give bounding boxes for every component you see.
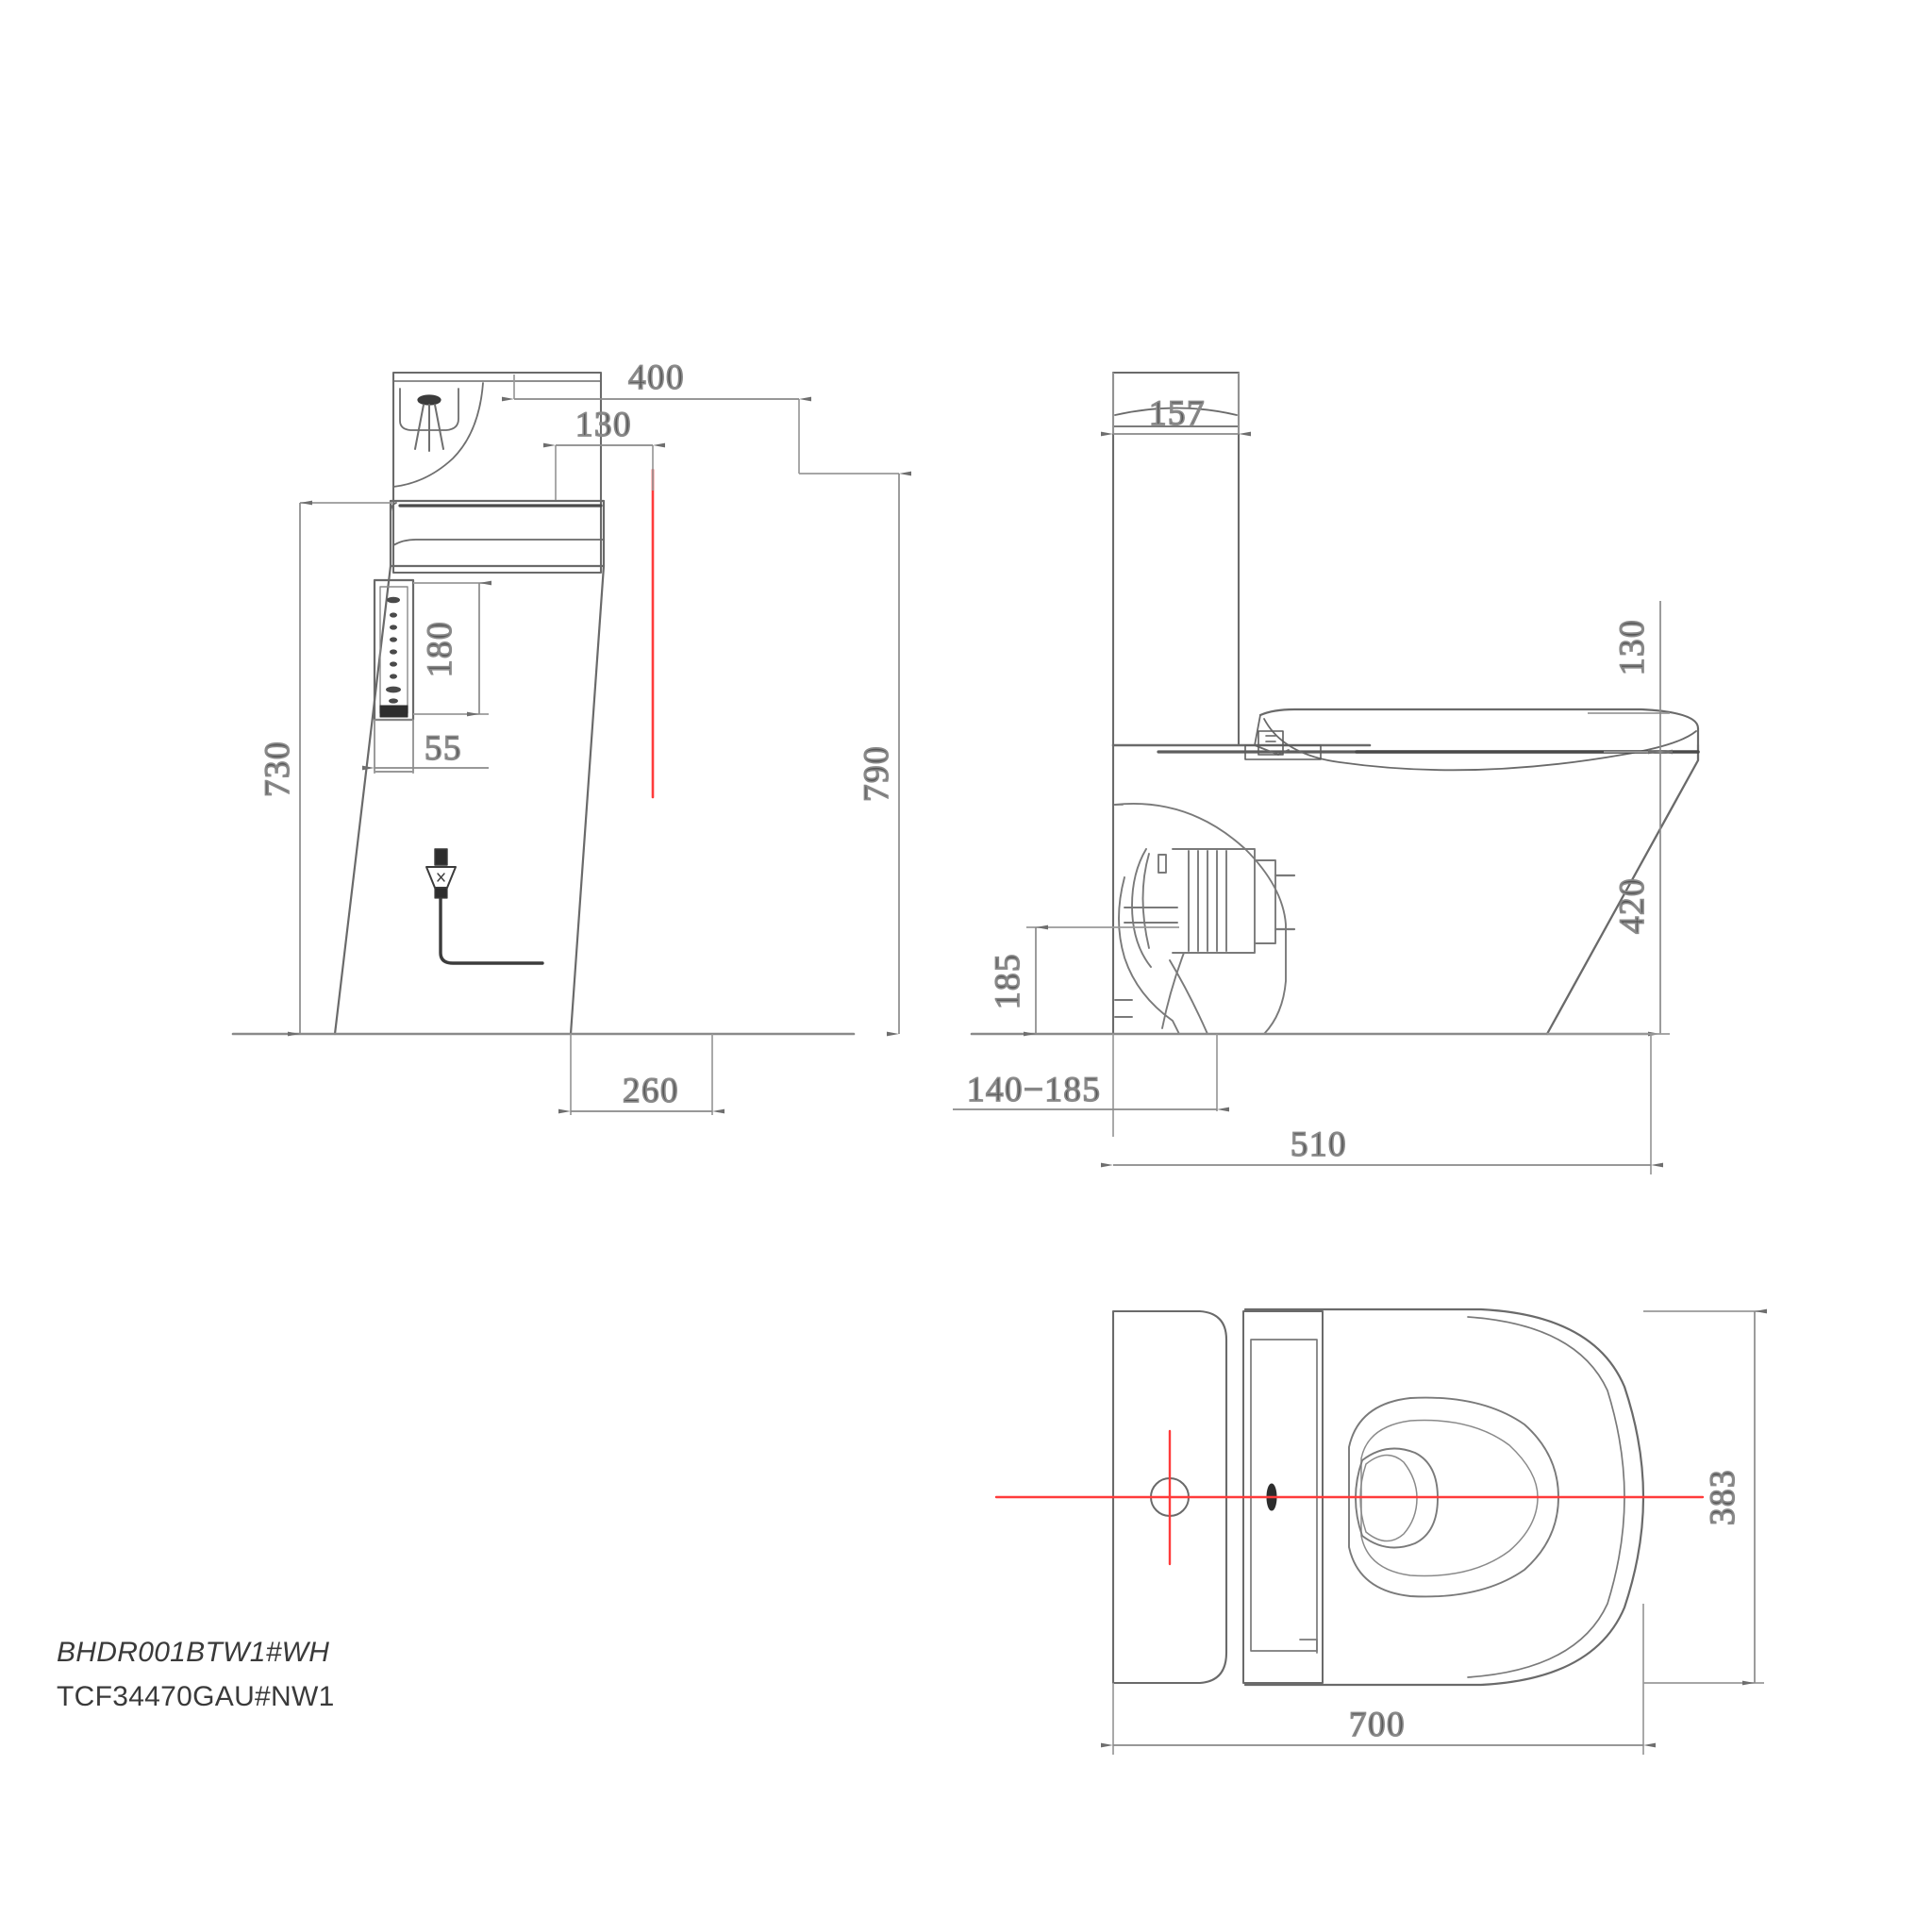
dim-260-label: 260: [623, 1072, 679, 1110]
side-hinge-bracket: [1244, 730, 1322, 760]
front-pedestal-body: [333, 564, 606, 1036]
front-valve-nut: [417, 394, 441, 406]
top-view-dimensions: 383 700: [1101, 1308, 1767, 1755]
dim-185-label: 185: [989, 953, 1027, 1009]
dim-700-label: 700: [1349, 1706, 1406, 1744]
dim-400-label: 400: [628, 358, 685, 397]
front-view-dimensions: 400 130 730 790 180 55 260: [258, 358, 911, 1115]
top-water-spot: [1355, 1447, 1439, 1549]
side-seat-lid-profile: [1258, 708, 1700, 747]
dim-130-label: 130: [575, 406, 632, 444]
dim-383-label: 383: [1704, 1469, 1742, 1525]
front-bowl-inner-curve: [392, 382, 484, 488]
front-elevation-view: [231, 371, 856, 1036]
dim-130s-label: 130: [1613, 619, 1652, 675]
remote-control-detail: [373, 578, 415, 773]
top-hinge-bar-notch: [1299, 1639, 1318, 1654]
dim-510-label: 510: [1291, 1125, 1347, 1164]
front-seat-lid-left-corner: [390, 502, 397, 563]
front-cistern-outline: [391, 371, 603, 575]
top-nozzle-ellipse: [1359, 1454, 1418, 1542]
side-elevation-view: [970, 371, 1700, 1036]
top-plan-view: [994, 1307, 1705, 1687]
dim-157-label: 157: [1149, 394, 1206, 433]
front-valve-stems: [414, 404, 444, 452]
model-code-bowl: BHDR001BTW1#WH: [57, 1637, 330, 1668]
dim-140-185-label: 140−185: [967, 1071, 1101, 1109]
front-seat-lid-groove: [392, 539, 605, 546]
dim-790-label: 790: [858, 745, 896, 802]
dim-420-label: 420: [1613, 877, 1652, 934]
model-code-seat: TCF34470GAU#NW1: [57, 1681, 335, 1712]
dim-180-label: 180: [421, 621, 459, 677]
top-bowl-opening: [1348, 1396, 1559, 1598]
front-power-cord: [425, 848, 544, 965]
top-bowl-opening-inner: [1360, 1419, 1539, 1577]
side-cistern-cap-curve: [1114, 407, 1238, 416]
dim-730-label: 730: [258, 741, 297, 797]
side-trap-assembly: [1114, 803, 1296, 1035]
dim-55-label: 55: [425, 729, 462, 768]
side-seat-curve-inner: [1263, 718, 1697, 772]
top-cistern-footprint: [1111, 1309, 1228, 1685]
side-view-dimensions: 157 130 420 185 140−185 510: [953, 373, 1673, 1174]
top-hinge-bar: [1242, 1310, 1324, 1684]
